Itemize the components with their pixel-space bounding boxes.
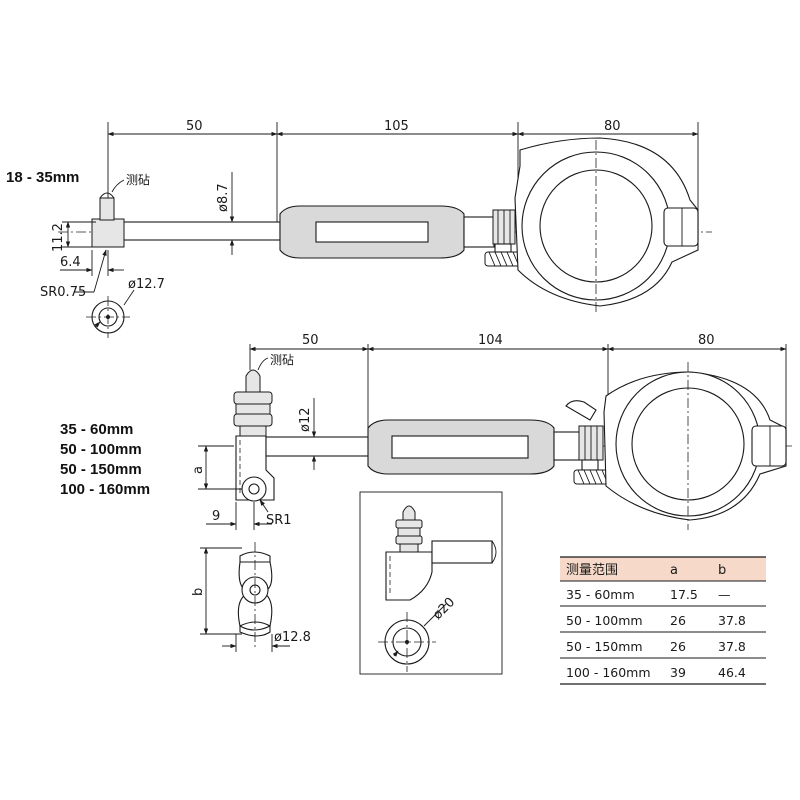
dim-dia-12-8: ø12.8 bbox=[274, 630, 311, 645]
dim-dia-20: ø20 bbox=[430, 595, 458, 623]
dim-50-lower: 50 bbox=[302, 333, 319, 348]
table-cell: 50 - 150mm bbox=[566, 639, 643, 654]
dim-dia-8-7: ø8.7 bbox=[216, 183, 231, 212]
dim-104: 104 bbox=[478, 333, 503, 348]
dim-sr-0-75: SR0.75 bbox=[40, 285, 86, 300]
lower-rod bbox=[265, 436, 371, 457]
upper-anvil-label: 测砧 bbox=[126, 173, 150, 187]
spec-table: 测量范围 a b 35 - 60mm 17.5 — 50 - 100mm 26 … bbox=[560, 556, 766, 685]
lower-anvil-label: 测砧 bbox=[270, 353, 294, 367]
table-cell: 37.8 bbox=[718, 613, 746, 628]
lower-range-label-1: 35 - 60mm bbox=[60, 421, 133, 438]
dim-6-4: 6.4 bbox=[60, 255, 81, 270]
table-cell: 17.5 bbox=[670, 587, 698, 602]
table-cell: — bbox=[718, 587, 731, 602]
dim-sr1: SR1 bbox=[266, 513, 292, 528]
table-header-b: b bbox=[718, 563, 726, 578]
lower-range-label-4: 100 - 160mm bbox=[60, 481, 150, 498]
upper-anvil-post bbox=[99, 197, 115, 221]
upper-head bbox=[91, 218, 125, 248]
table-cell: 50 - 100mm bbox=[566, 613, 643, 628]
lower-range-label-2: 50 - 100mm bbox=[60, 441, 142, 458]
detail-head-body bbox=[385, 551, 433, 601]
dim-50-upper: 50 bbox=[186, 119, 203, 134]
dim-11-2: 11.2 bbox=[51, 223, 66, 252]
table-cell: 100 - 160mm bbox=[566, 665, 651, 680]
dim-80-lower: 80 bbox=[698, 333, 715, 348]
table-cell: 37.8 bbox=[718, 639, 746, 654]
upper-gauge: ø8.7 11.2 6.4 SR0.75 测砧 ø12.7 50 105 80 bbox=[6, 119, 712, 338]
upper-range-label: 18 - 35mm bbox=[6, 169, 79, 186]
dim-105: 105 bbox=[384, 119, 409, 134]
table-cell: 39 bbox=[670, 665, 686, 680]
detail-box: ø20 bbox=[359, 491, 503, 675]
dim-9: 9 bbox=[212, 509, 220, 524]
table-cell: 35 - 60mm bbox=[566, 587, 635, 602]
table-cell: 46.4 bbox=[718, 665, 746, 680]
lower-grip-window bbox=[391, 435, 529, 459]
table-header-bg bbox=[560, 557, 766, 581]
table-cell: 26 bbox=[670, 613, 686, 628]
table-header-range: 测量范围 bbox=[566, 563, 618, 578]
table-header-a: a bbox=[670, 563, 678, 578]
table-cell: 26 bbox=[670, 639, 686, 654]
lower-range-label-3: 50 - 150mm bbox=[60, 461, 142, 478]
upper-grip-window bbox=[315, 221, 429, 243]
dim-80-upper: 80 bbox=[604, 119, 621, 134]
lower-gauge: 50 104 80 bbox=[60, 333, 792, 652]
dim-a: a bbox=[191, 466, 206, 474]
dim-dia-12-7: ø12.7 bbox=[128, 277, 165, 292]
upper-rod bbox=[121, 221, 281, 241]
dim-b: b bbox=[191, 588, 206, 596]
dim-dia-12: ø12 bbox=[298, 408, 313, 433]
